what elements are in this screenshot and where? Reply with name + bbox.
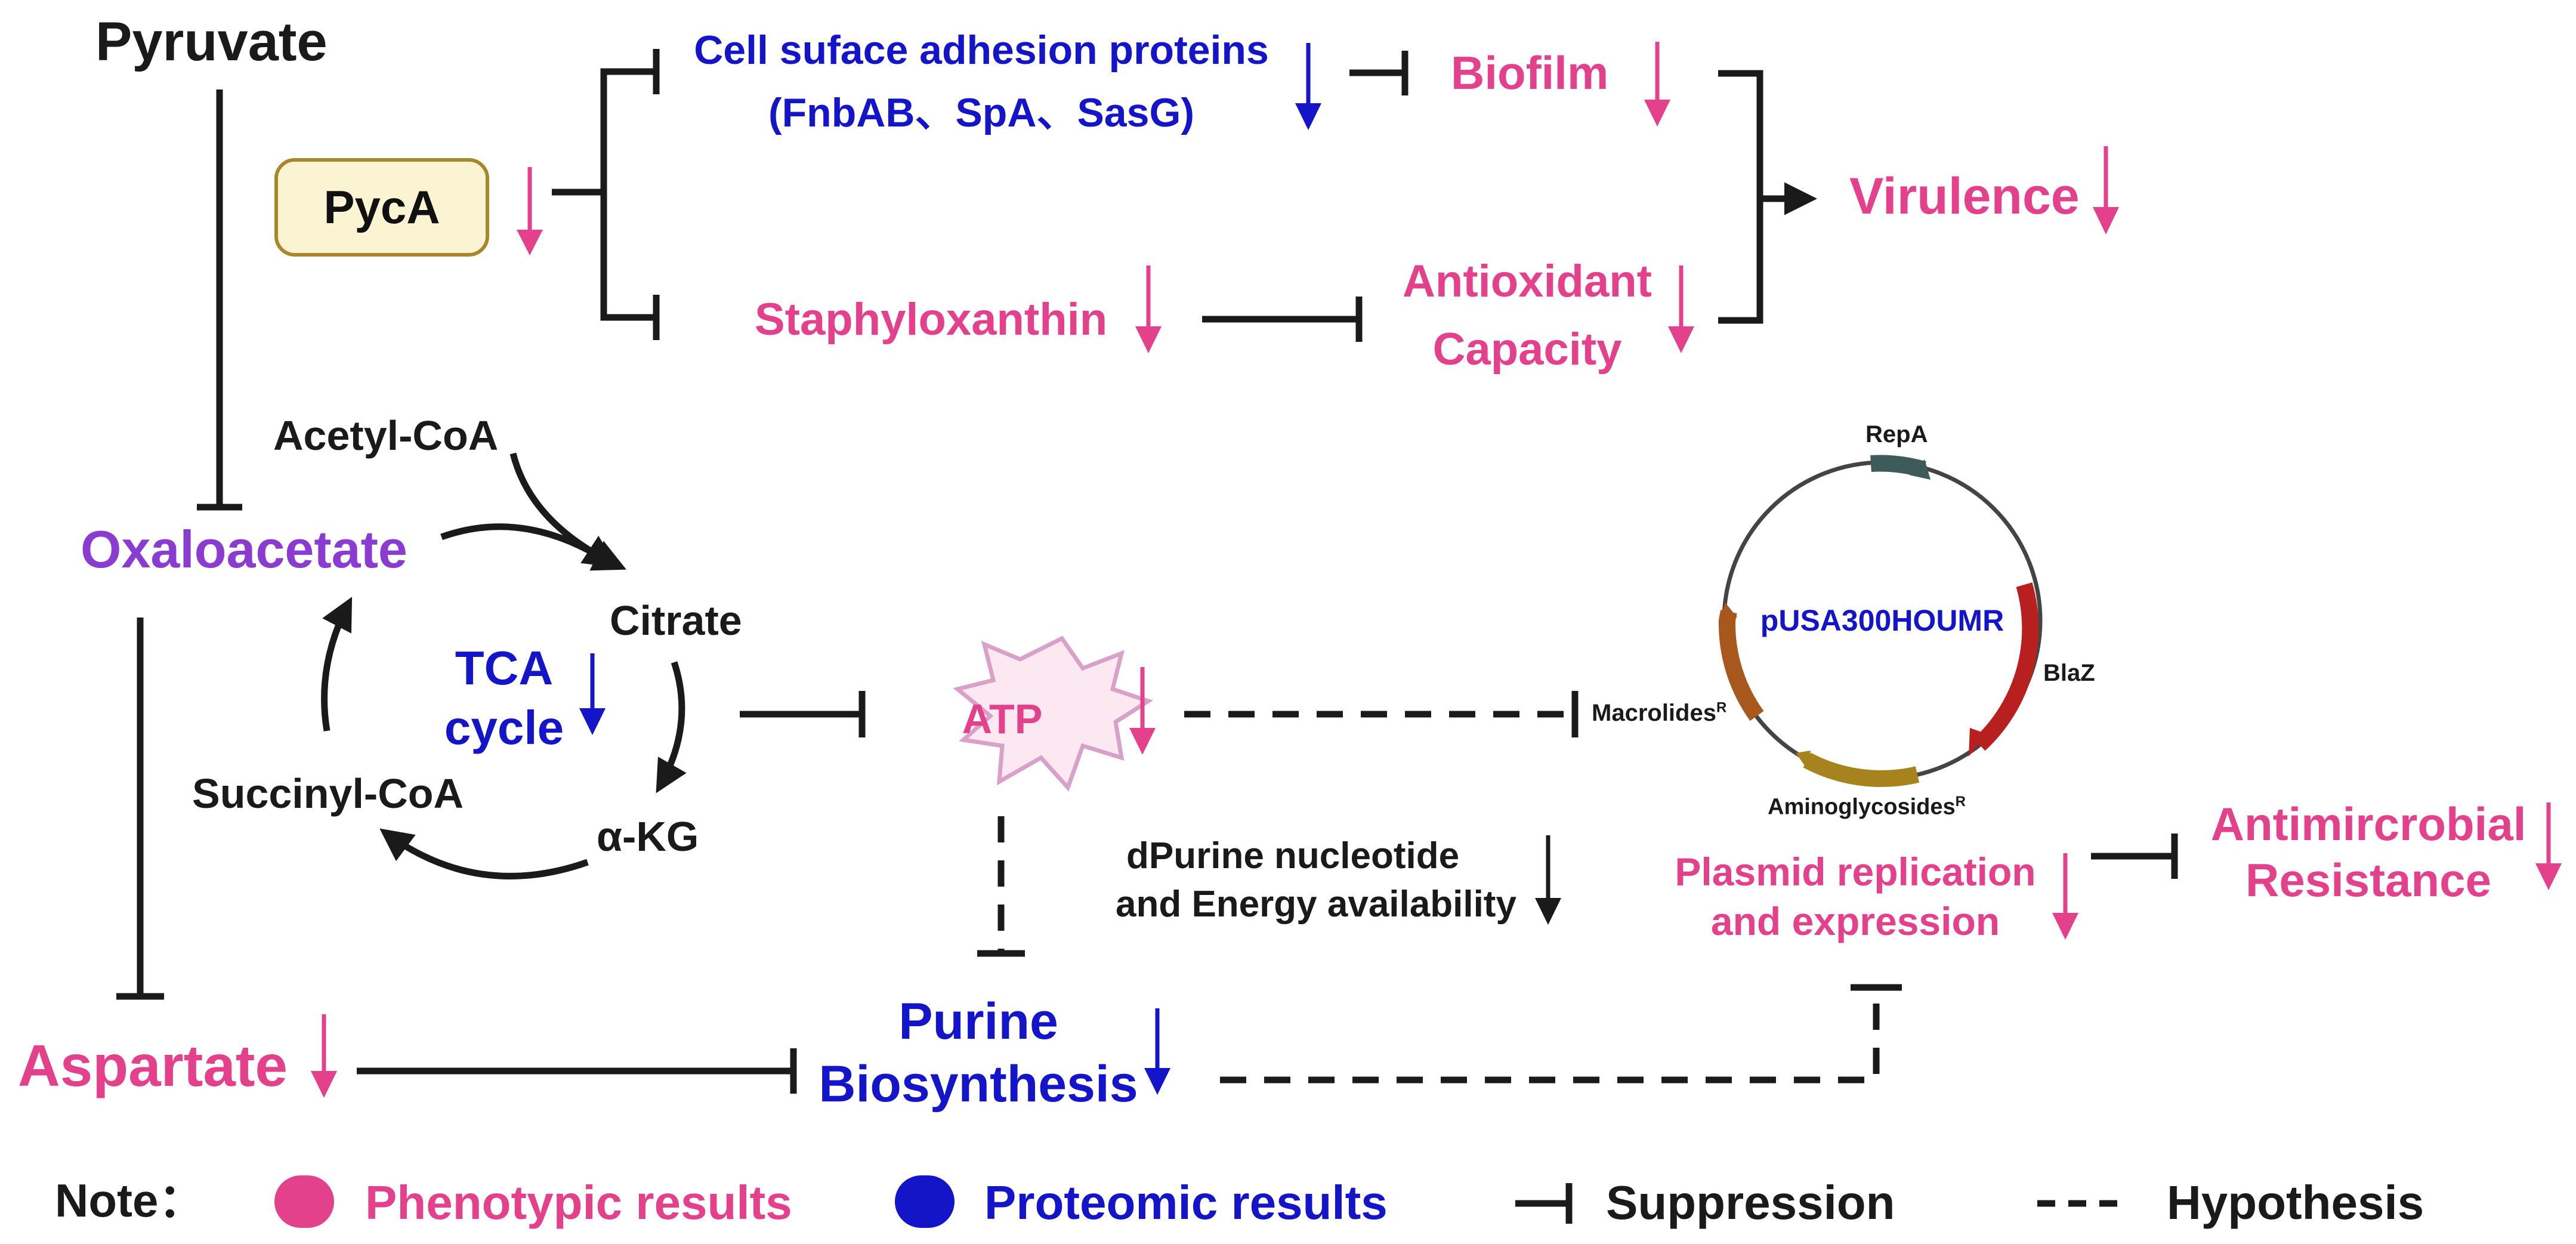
legend-phenotypic-label: Phenotypic results — [365, 1176, 792, 1229]
purine-hypothesis-plasmid — [1220, 984, 1902, 1084]
aspartate-suppresses-purine — [357, 1048, 797, 1094]
staphyloxanthin-label: Staphyloxanthin — [755, 294, 1108, 345]
pyruvate-label: Pyruvate — [95, 11, 328, 72]
atp-hypothesis-macrolides — [1184, 691, 1579, 737]
tca-line2: cycle — [444, 701, 564, 754]
biofilm-label: Biofilm — [1451, 47, 1609, 99]
plasmid-suppresses-amr — [2091, 834, 2178, 879]
adhesion-proteins-line1: Cell suface adhesion proteins — [694, 27, 1269, 73]
purine-biosynthesis-label: Purine Biosynthesis — [817, 990, 1139, 1116]
tca-cycle-label: TCA cycle — [427, 638, 582, 758]
adhesion-down-arrow — [1295, 43, 1321, 130]
aminoglycosides-gene-arrow — [1803, 752, 1920, 788]
acetyl-coa-label: Acetyl-CoA — [273, 412, 499, 459]
aspartate-down-arrow — [311, 1014, 337, 1098]
akg-label: α-KG — [597, 813, 699, 860]
oxaloacetate-label: Oxaloacetate — [81, 520, 407, 579]
blaZ-label: BlaZ — [2043, 660, 2095, 686]
dpurine-label: dPurine nucleotide and Energy availabili… — [1116, 832, 1516, 928]
legend-hypothesis-label: Hypothesis — [2167, 1176, 2424, 1229]
succinyl-coa-label: Succinyl-CoA — [192, 770, 464, 817]
plasmid-rep-down-arrow — [2052, 853, 2078, 940]
plasmid-rep-line2: and expression — [1710, 899, 2000, 943]
staphyloxanthin-suppresses-antioxidant — [1202, 297, 1363, 342]
atp-label: ATP — [962, 696, 1043, 742]
aminoglycosides-sup: R — [1955, 794, 1966, 810]
amr-label: Antimircrobial Resistance — [2207, 797, 2529, 908]
down-arrows — [311, 42, 2562, 1098]
tca-down-arrow — [579, 653, 606, 735]
virulence-label: Virulence — [1849, 168, 2080, 225]
adhesion-proteins-label: Cell suface adhesion proteins (FnbAB、SpA… — [692, 19, 1271, 145]
tca-suppresses-atp — [740, 691, 866, 737]
legend-proteomic-label: Proteomic results — [984, 1176, 1388, 1229]
legend-proteomic-dot — [895, 1175, 955, 1228]
pyca-node: PycA — [274, 158, 489, 257]
aminoglycosides-label: AminoglycosidesR — [1768, 794, 1966, 820]
acetyl-coa-to-citrate-arrow — [509, 452, 626, 571]
virulence-bracket — [1718, 70, 1817, 324]
legend-suppression-label: Suppression — [1606, 1176, 1895, 1229]
staphyloxanthin-down-arrow — [1135, 266, 1162, 353]
virulence-down-arrow — [2093, 146, 2119, 234]
legend-phenotypic-dot — [274, 1175, 334, 1228]
adhesion-suppresses-biofilm — [1349, 51, 1409, 95]
biofilm-down-arrow — [1644, 42, 1670, 126]
pyca-suppression-bracket — [552, 49, 660, 340]
plasmid-rep-line1: Plasmid replication — [1675, 850, 2036, 894]
antioxidant-down-arrow — [1668, 266, 1694, 353]
amr-line2: Resistance — [2245, 853, 2491, 906]
legend-note-label: Note： — [55, 1174, 205, 1227]
dpurine-line2: and Energy availability — [1116, 883, 1516, 925]
tca-cycle-arrows — [321, 523, 687, 879]
plasmid-replication-label: Plasmid replication and expression — [1658, 847, 2052, 946]
amr-line1: Antimircrobial — [2210, 798, 2526, 850]
legend-suppression-symbol — [1515, 1183, 1573, 1224]
tca-line1: TCA — [455, 641, 554, 694]
macrolides-text: Macrolides — [1592, 700, 1716, 726]
dpurine-line1: dPurine nucleotide — [1126, 835, 1460, 876]
dpurine-down-arrow — [1535, 835, 1561, 925]
oxaloacetate-suppresses-aspartate — [116, 618, 164, 1000]
plasmid-map — [1718, 455, 2043, 788]
aspartate-label: Aspartate — [18, 1033, 288, 1098]
antioxidant-capacity-label: Antioxidant Capacity — [1390, 248, 1664, 384]
atp-star-shape — [953, 635, 1154, 792]
blaZ-gene-arrow — [1973, 582, 2039, 751]
amr-down-arrow — [2535, 802, 2562, 890]
antioxidant-line2: Capacity — [1432, 324, 1622, 375]
aminoglycosides-text: Aminoglycosides — [1768, 794, 1956, 820]
atp-down-arrow — [1129, 667, 1156, 755]
plasmid-name-label: pUSA300HOUMR — [1760, 604, 2004, 637]
purine-line2: Biosynthesis — [818, 1055, 1138, 1113]
adhesion-proteins-line2: (FnbAB、SpA、SasG) — [768, 90, 1194, 136]
purine-down-arrow — [1144, 1008, 1170, 1095]
antioxidant-line1: Antioxidant — [1403, 256, 1652, 307]
repA-label: RepA — [1865, 421, 1928, 447]
pyruvate-suppresses-oxaloacetate — [197, 89, 242, 511]
pyca-down-arrow — [517, 167, 543, 255]
pyca-label: PycA — [323, 181, 440, 233]
citrate-label: Citrate — [610, 597, 742, 644]
purine-line1: Purine — [898, 993, 1058, 1050]
atp-hypothesis-purine — [977, 816, 1025, 957]
macrolides-label: MacrolidesR — [1592, 699, 1726, 727]
macrolides-sup: R — [1716, 699, 1727, 716]
